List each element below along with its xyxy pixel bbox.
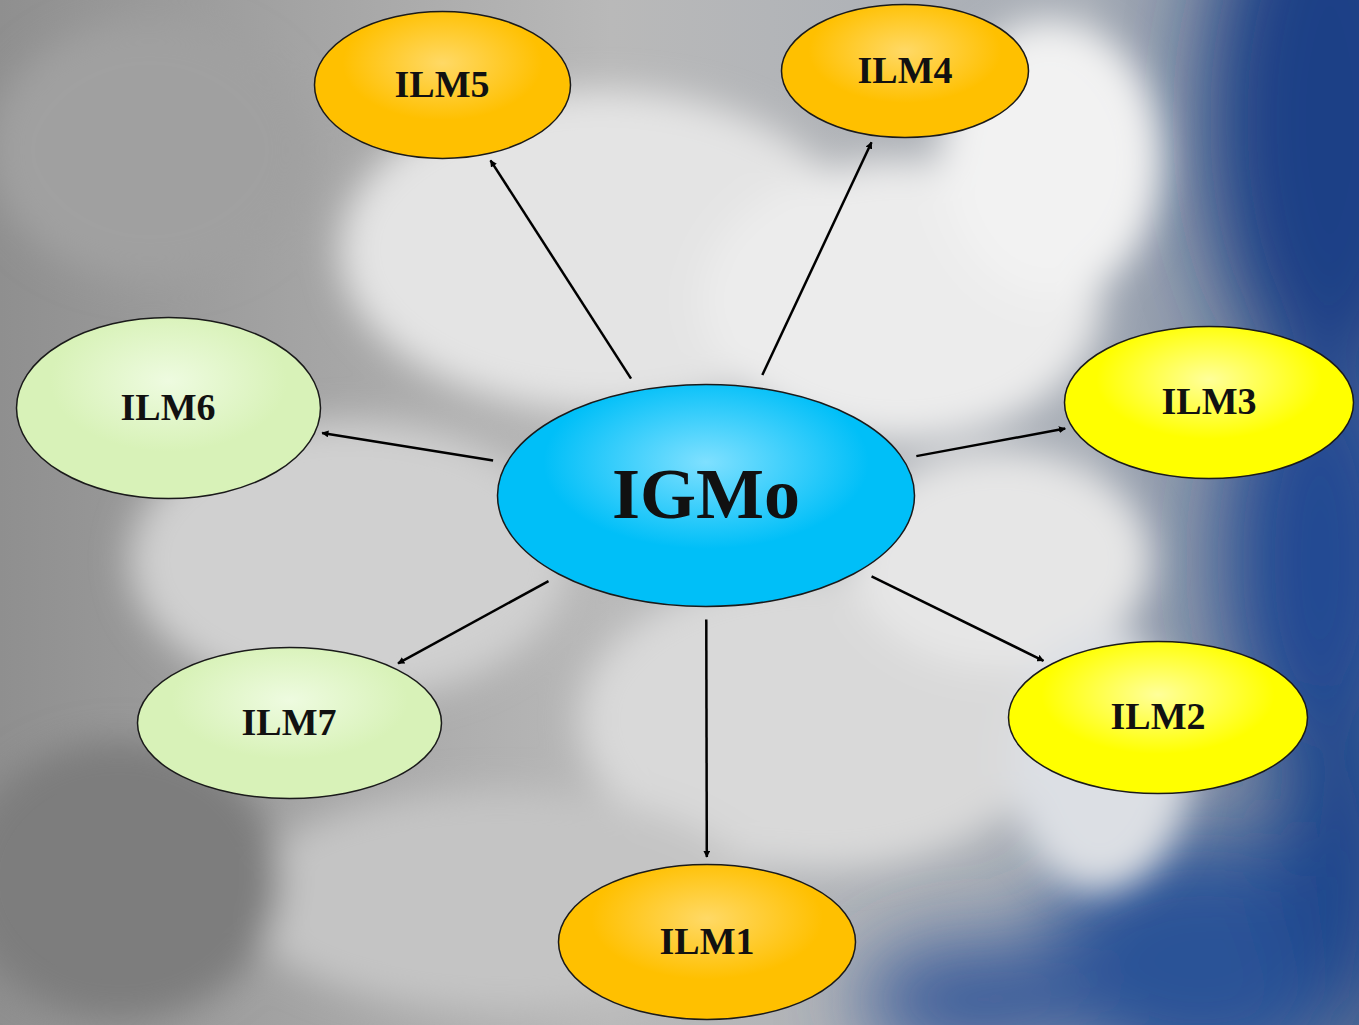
node-label: ILM5	[395, 64, 490, 106]
node-label: ILM2	[1111, 696, 1206, 738]
module-ellipse: ILM6	[15, 316, 322, 500]
arrow-connector	[490, 160, 631, 378]
arrow-connector	[705, 620, 708, 858]
arrow-connector	[398, 581, 548, 663]
node-label: ILM7	[242, 702, 337, 744]
module-ellipse: ILM3	[1063, 325, 1355, 480]
node-label: ILM6	[121, 387, 216, 429]
hub-ellipse: IGMo	[496, 383, 916, 608]
node-label: IGMo	[612, 455, 800, 534]
node-label: ILM4	[858, 50, 953, 92]
arrow-connector	[762, 142, 871, 375]
module-ellipse: ILM2	[1007, 640, 1309, 795]
module-ellipse: ILM4	[780, 3, 1030, 139]
arrow-connector	[872, 576, 1044, 660]
module-ellipse: ILM7	[136, 646, 443, 800]
module-ellipse: ILM1	[557, 863, 857, 1021]
node-label: ILM3	[1162, 381, 1257, 423]
module-ellipse: ILM5	[313, 10, 572, 160]
arrow-connector	[916, 429, 1065, 457]
arrow-connector	[322, 433, 493, 461]
node-label: ILM1	[660, 921, 755, 963]
